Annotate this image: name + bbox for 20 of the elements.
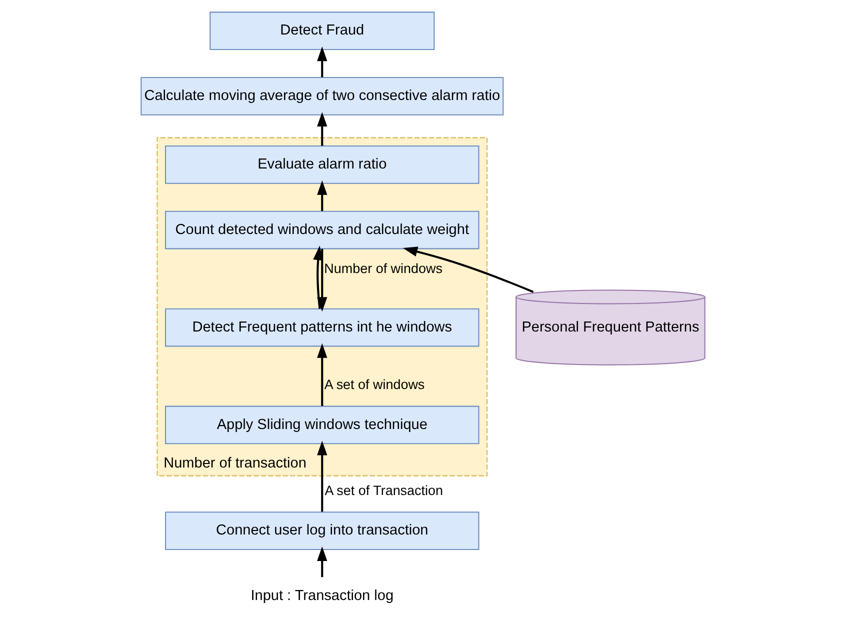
arrow — [317, 546, 328, 578]
node-box: Apply Sliding windows technique — [165, 406, 480, 444]
node-text: Input : Transaction log — [250, 588, 394, 604]
edge-label: A set of windows — [324, 377, 425, 392]
arrow — [317, 112, 328, 146]
arrow — [317, 248, 328, 312]
arrow — [402, 246, 534, 293]
node-box: Evaluate alarm ratio — [165, 145, 480, 184]
edge-label: Number of windows — [324, 260, 442, 276]
node-box: Count detected windows and calculate weight — [165, 210, 480, 250]
arrow — [313, 246, 324, 309]
arrow — [317, 180, 328, 211]
node-box: Detect Frequent patterns int he windows — [165, 308, 480, 347]
node-box: Detect Fraud — [210, 12, 435, 50]
node-box: Calculate moving average of two consective alarm ratio — [140, 77, 504, 116]
node-box: Connect user log into transaction — [165, 512, 480, 550]
edge-label: A set of Transaction — [324, 482, 443, 498]
arrow — [317, 440, 328, 512]
arrow — [317, 46, 328, 78]
arrow — [317, 343, 328, 406]
